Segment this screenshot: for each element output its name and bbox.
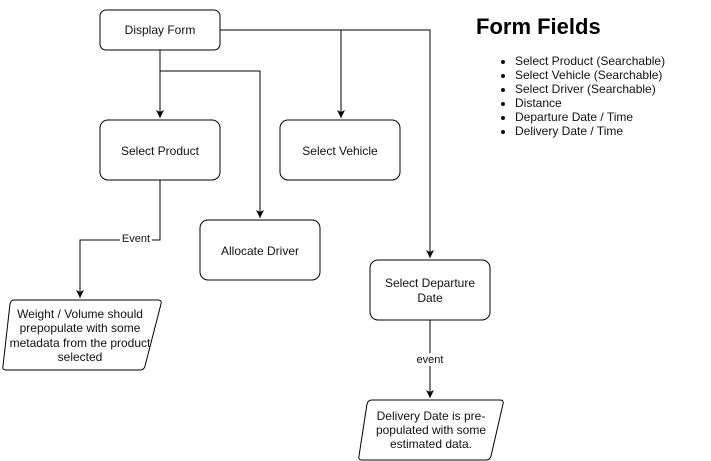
form-field-item: Distance xyxy=(515,96,706,110)
node-delivery-date-note-line-1: Delivery Date is pre- xyxy=(377,409,486,423)
form-field-item: Departure Date / Time xyxy=(515,110,706,124)
edge-display-to-driver xyxy=(160,70,264,218)
node-delivery-date-note-line-3: estimated data. xyxy=(390,437,472,451)
edge-label-bg-product-event xyxy=(120,232,152,245)
node-weight-volume-note[interactable]: Weight / Volume should prepopulate with … xyxy=(2,299,162,371)
node-weight-volume-note-line-1: Weight / Volume should xyxy=(17,307,143,321)
node-select-product[interactable]: Select Product xyxy=(99,119,221,181)
form-fields-list: Select Product (Searchable) Select Vehic… xyxy=(476,54,706,138)
node-select-departure-date[interactable]: Select Departure Date xyxy=(369,259,491,321)
form-field-item: Select Driver (Searchable) xyxy=(515,82,706,96)
edge-label-departure-event: event xyxy=(417,354,444,366)
node-allocate-driver-label: Allocate Driver xyxy=(221,244,299,258)
edge-display-to-vehicle xyxy=(220,29,345,118)
edge-display-to-departure xyxy=(341,29,434,258)
form-fields-panel: Form Fields Select Product (Searchable) … xyxy=(476,14,706,138)
node-weight-volume-note-line-4: selected xyxy=(58,350,103,364)
node-display-form[interactable]: Display Form xyxy=(99,9,221,51)
form-field-item: Delivery Date / Time xyxy=(515,124,706,138)
node-weight-volume-note-line-3: metadata from the product xyxy=(10,336,151,350)
form-fields-title: Form Fields xyxy=(476,14,601,39)
edge-label-product-event: Event xyxy=(122,233,150,245)
node-select-departure-date-line-1: Select Departure xyxy=(385,276,475,290)
node-select-departure-date-line-2: Date xyxy=(417,291,443,305)
node-select-product-label: Select Product xyxy=(121,144,200,158)
node-select-vehicle[interactable]: Select Vehicle xyxy=(279,119,401,181)
node-select-vehicle-label: Select Vehicle xyxy=(302,144,378,158)
node-allocate-driver[interactable]: Allocate Driver xyxy=(199,219,321,281)
form-field-item: Select Product (Searchable) xyxy=(515,54,706,68)
node-display-form-label: Display Form xyxy=(125,23,196,37)
node-delivery-date-note-line-2: populated with some xyxy=(376,423,486,437)
node-delivery-date-note[interactable]: Delivery Date is pre- populated with som… xyxy=(358,399,504,461)
edge-label-bg-departure-event xyxy=(414,353,446,366)
node-weight-volume-note-line-2: prepopulate with some xyxy=(20,321,141,335)
form-field-item: Select Vehicle (Searchable) xyxy=(515,68,706,82)
